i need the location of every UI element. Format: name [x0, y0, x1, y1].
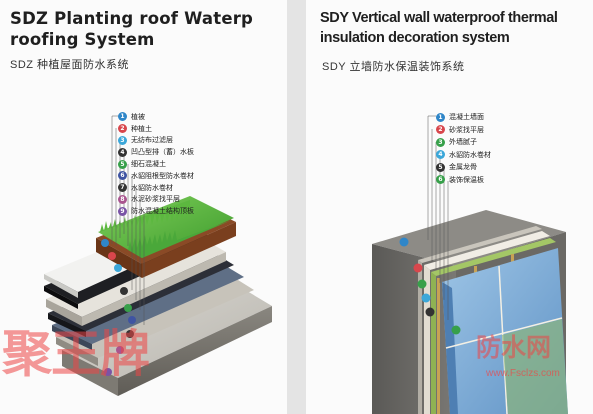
layer-structural-slab — [62, 282, 272, 396]
wall-marker-4 — [421, 293, 431, 303]
marker-3 — [114, 264, 122, 272]
diagram-markers-right — [399, 237, 461, 335]
badge-2: 2 — [118, 124, 127, 134]
badge-7: 7 — [118, 183, 127, 193]
marker-4 — [120, 287, 128, 295]
planting-roof-title: SDZ Planting roof Waterp roofing System — [10, 9, 254, 49]
wall-marker-6 — [451, 325, 461, 335]
marker-8 — [116, 346, 124, 354]
wall-marker-1 — [399, 237, 409, 247]
marker-2 — [108, 252, 116, 260]
wall-badge-4: 4 — [436, 150, 445, 160]
badge-9: 9 — [118, 206, 127, 216]
vertical-wall-diagram — [372, 115, 568, 414]
vertical-wall-panel: SDY Vertical wall waterproof thermal ins… — [306, 0, 593, 414]
badge-5: 5 — [118, 159, 127, 169]
wall-marker-2 — [413, 263, 423, 273]
badge-6: 6 — [118, 171, 127, 181]
planting-roof-diagram — [44, 115, 272, 396]
marker-7 — [126, 330, 134, 338]
wall-marker-5 — [425, 307, 435, 317]
vertical-wall-title: SDY Vertical wall waterproof thermal ins… — [320, 10, 558, 46]
wall-badge-6: 6 — [436, 175, 445, 185]
layer-mortar-wall — [418, 226, 542, 414]
planting-roof-panel: SDZ Planting roof Waterp roofing System … — [0, 0, 287, 414]
badge-3: 3 — [118, 135, 127, 145]
marker-6 — [128, 316, 136, 324]
badge-1: 1 — [118, 112, 127, 122]
layer-insulation-board — [442, 248, 568, 414]
diagram-markers — [101, 239, 136, 376]
wall-badge-3: 3 — [436, 137, 445, 147]
marker-5 — [124, 304, 132, 312]
badge-8: 8 — [118, 194, 127, 204]
layer-membrane-wall — [431, 238, 556, 414]
marker-1 — [101, 239, 109, 247]
planting-roof-subtitle: SDZ 种植屋面防水系统 — [10, 59, 130, 71]
wall-badge-1: 1 — [436, 112, 445, 122]
wall-badge-5: 5 — [436, 162, 445, 172]
wall-badge-2: 2 — [436, 125, 445, 135]
marker-9 — [104, 368, 112, 376]
badge-4: 4 — [118, 147, 127, 157]
vertical-wall-subtitle: SDY 立墙防水保温装饰系统 — [322, 61, 465, 73]
wall-marker-3 — [417, 279, 427, 289]
